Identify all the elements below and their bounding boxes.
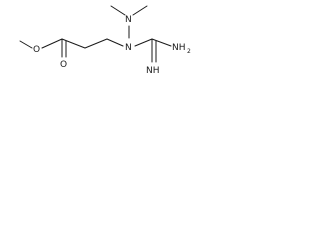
atom-amine-nh2: NH (172, 43, 186, 53)
bond-ch2-b-to-n-hydrazine (106, 38, 124, 47)
bond-n-hydrazine-to-amidine-c (134, 38, 153, 47)
chemical-structure-diagram: O O N N NH NH 2 (19, 5, 191, 76)
atom-carbonyl-oxygen: O (60, 60, 67, 70)
bond-carbonyl-c-to-ch2-a (61, 38, 86, 49)
bond-amidine-c-to-nh2 (151, 38, 172, 47)
atom-dimethylamino-nitrogen: N (125, 15, 132, 25)
atom-methoxy-oxygen: O (33, 45, 40, 55)
bond-n-dimethyl-to-methyl-left (110, 5, 126, 16)
atom-imine-nh: NH (146, 66, 160, 76)
bond-n-dimethyl-to-methyl-right (132, 5, 148, 16)
bond-methoxy-o-to-carbonyl-c (41, 38, 63, 49)
bond-ch2-a-to-ch2-b (84, 38, 108, 49)
atom-amine-nh2-subscript: 2 (187, 48, 191, 55)
bond-methyl-to-methoxy-o (19, 40, 33, 49)
atom-hydrazine-nitrogen: N (125, 43, 132, 53)
